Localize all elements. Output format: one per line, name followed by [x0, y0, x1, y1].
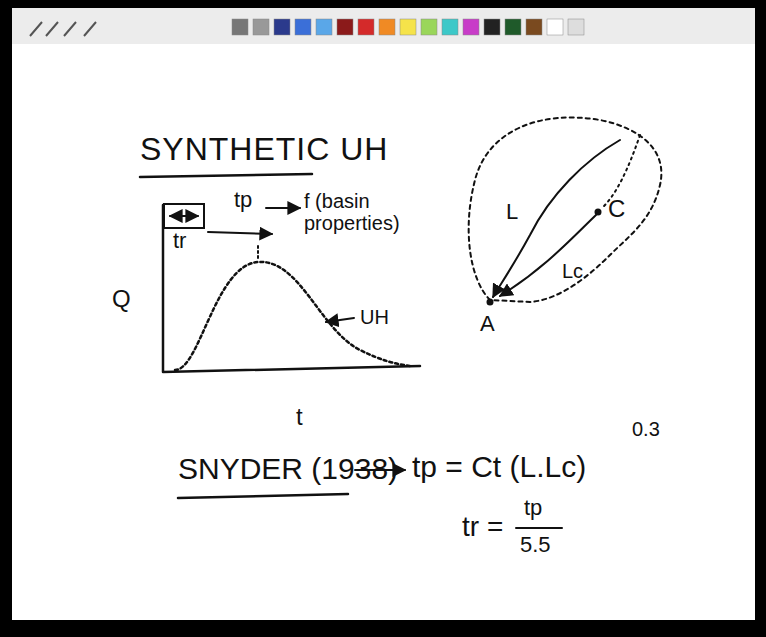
- centroid-label: C: [608, 196, 625, 222]
- exponent: 0.3: [632, 418, 660, 440]
- color-swatch: [547, 19, 563, 35]
- curve-label: UH: [360, 306, 389, 328]
- color-swatch: [274, 19, 290, 35]
- length-label: Lc: [562, 260, 583, 282]
- toolbar: [12, 8, 755, 44]
- color-swatch: [253, 19, 269, 35]
- toolbar-colors: [232, 19, 584, 35]
- hydrograph-curve: [175, 262, 410, 370]
- outlet-point: [487, 299, 494, 306]
- equation: tr =: [462, 512, 503, 543]
- color-swatch: [337, 19, 353, 35]
- axis-label: t: [296, 404, 303, 430]
- color-swatch: [421, 19, 437, 35]
- outlet-label: A: [480, 312, 495, 336]
- toolbar-pens: [30, 22, 96, 36]
- color-swatch: [316, 19, 332, 35]
- length-label: L: [506, 200, 518, 224]
- node-label: tr: [173, 229, 186, 253]
- page: [12, 8, 755, 620]
- color-swatch: [505, 19, 521, 35]
- title: SYNTHETIC UH: [140, 132, 388, 167]
- snyder-underline: [178, 494, 348, 498]
- centroid-point: [595, 209, 602, 216]
- color-swatch: [379, 19, 395, 35]
- peak-tick: [257, 246, 259, 258]
- lag-time-symbol: tp: [234, 188, 252, 212]
- main-stream-length: [493, 140, 620, 297]
- color-swatch: [358, 19, 374, 35]
- centroid-length: [500, 215, 596, 296]
- color-swatch: [568, 19, 584, 35]
- denominator: 5.5: [520, 533, 551, 557]
- color-swatch: [526, 19, 542, 35]
- color-swatch: [484, 19, 500, 35]
- uh-pointer: [326, 318, 354, 322]
- color-swatch: [232, 19, 248, 35]
- lag-arrow: [208, 232, 272, 234]
- method-name: SNYDER (1938): [178, 452, 398, 485]
- duration-arrow: [170, 215, 198, 217]
- color-swatch: [295, 19, 311, 35]
- function-note: f (basin properties): [304, 190, 416, 234]
- equation: tp = Ct (L.Lc): [412, 450, 586, 483]
- function-arrow: [266, 207, 300, 209]
- axis-label: Q: [112, 286, 131, 312]
- numerator: tp: [524, 496, 542, 520]
- color-swatch: [400, 19, 416, 35]
- fraction-bar: [516, 527, 562, 529]
- title-underline: [140, 174, 312, 177]
- color-swatch: [463, 19, 479, 35]
- duration-box: tr: [163, 203, 205, 229]
- basin-outline: [469, 118, 662, 303]
- color-swatch: [442, 19, 458, 35]
